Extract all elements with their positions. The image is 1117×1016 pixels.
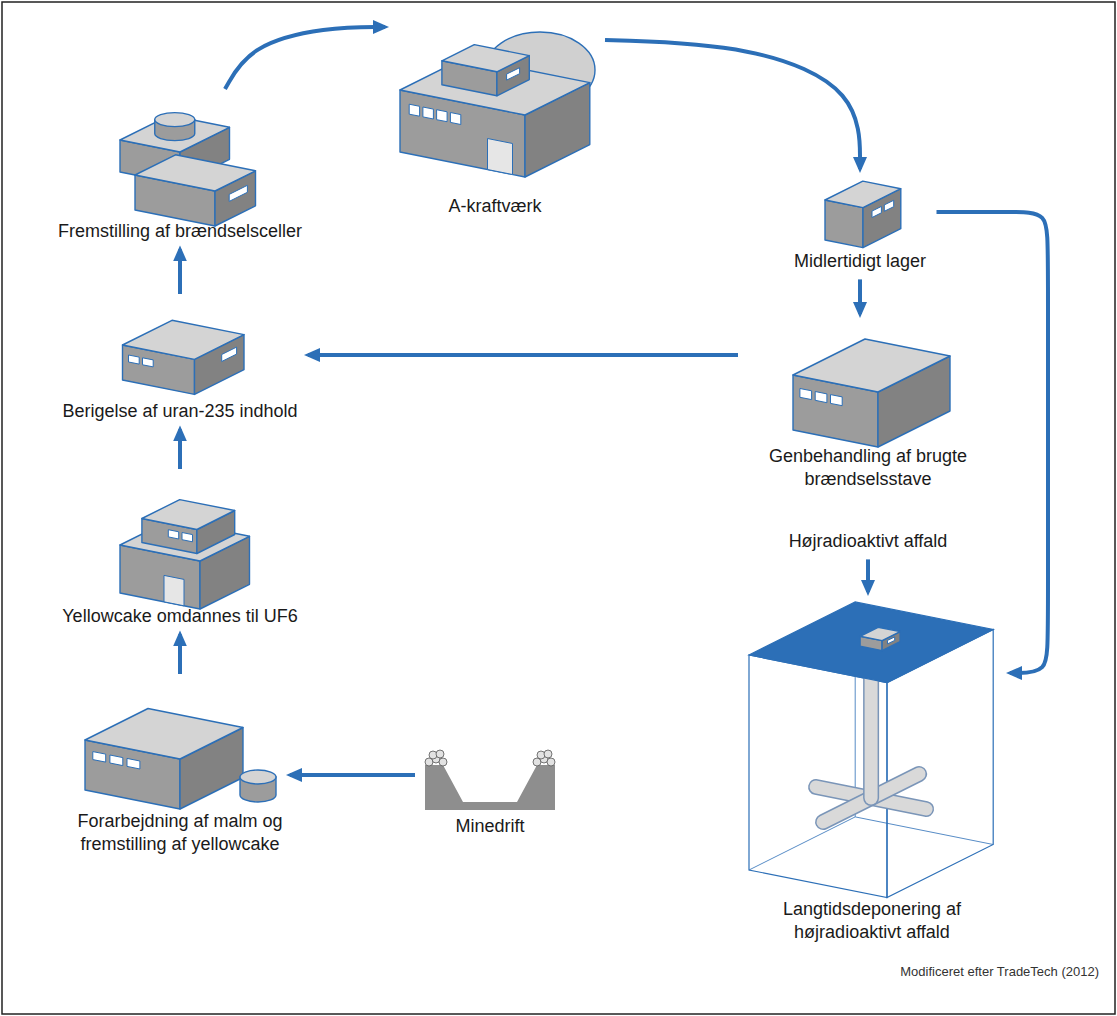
mine-pit (425, 765, 555, 810)
building-icon (85, 709, 276, 810)
window (93, 752, 106, 763)
step-label: Yellowcake omdannes til UF6 (62, 605, 297, 628)
window (437, 110, 448, 122)
building-icon (793, 339, 950, 447)
building-roof (442, 45, 529, 72)
building-icon (400, 32, 595, 177)
process-step: Minedrift (421, 740, 559, 838)
process-step: Berigelse af uran-235 indhold (58, 300, 302, 423)
process-step: Genbehandling af brugte brændselsstave (744, 320, 992, 492)
window (488, 139, 513, 175)
building-roof (793, 339, 950, 392)
step-label: A-kraftværk (448, 195, 541, 218)
flow-arrow (225, 27, 385, 89)
window (168, 530, 178, 539)
building-icon (825, 181, 901, 248)
building-icon (120, 500, 250, 609)
rock-pile (547, 758, 555, 766)
tank-top (240, 770, 276, 784)
rock-block-edge (749, 817, 993, 870)
window (164, 575, 184, 605)
window (229, 185, 247, 201)
step-label: Genbehandling af brugte brændselsstave (744, 445, 992, 492)
process-step: Højradioaktivt affald (785, 530, 952, 553)
building-roof (85, 709, 243, 760)
window (110, 755, 123, 766)
flow-arrow (178, 429, 182, 469)
window (222, 347, 237, 361)
step-label: Midlertidigt lager (794, 250, 926, 273)
tank-top (155, 113, 195, 127)
window (800, 389, 812, 400)
icons (85, 32, 993, 898)
step-label: Højradioaktivt affald (789, 530, 948, 553)
window (143, 358, 154, 367)
window (831, 395, 843, 406)
building-icon (123, 320, 245, 394)
flow-arrow (290, 773, 415, 777)
process-step: Fremstilling af brændselsceller (54, 95, 307, 243)
process-step: Midlertidigt lager (790, 175, 931, 273)
window (129, 355, 140, 364)
window (815, 392, 827, 403)
window (888, 637, 895, 644)
flow-arrow (178, 634, 182, 674)
window (884, 200, 893, 211)
process-step: Yellowcake omdannes til UF6 (58, 475, 302, 628)
flow-arrow (858, 279, 862, 314)
process-step: Langtidsdeponering af højradioaktivt aff… (740, 598, 1004, 945)
window (450, 113, 460, 125)
step-label: Minedrift (455, 815, 524, 838)
building-icon (749, 602, 993, 898)
process-step: Forarbejdning af malm og fremstilling af… (76, 680, 284, 857)
rock-pile (439, 758, 447, 766)
flow-arrow (937, 212, 1049, 673)
flow-arrow (308, 353, 738, 357)
process-step: A-kraftværk (391, 15, 599, 218)
step-label: Forarbejdning af malm og fremstilling af… (76, 810, 284, 857)
window (507, 68, 520, 80)
step-label: Langtidsdeponering af højradioaktivt aff… (740, 898, 1004, 945)
step-label: Berigelse af uran-235 indhold (62, 400, 297, 423)
rock-pile (436, 750, 444, 758)
window (409, 104, 419, 116)
building-roof (142, 500, 235, 530)
building-icon (425, 750, 555, 810)
building-icon (120, 113, 256, 226)
rock-pile (544, 750, 552, 758)
building-roof (135, 155, 256, 191)
window (182, 533, 193, 542)
window (872, 206, 881, 217)
window (423, 107, 434, 119)
source-note: Modificeret efter TradeTech (2012) (900, 964, 1099, 979)
flow-arrow (866, 559, 870, 592)
flow-arrow (178, 249, 182, 294)
flow-arrow (605, 40, 860, 169)
step-label: Fremstilling af brændselsceller (58, 220, 302, 243)
ground-surface (749, 602, 993, 683)
window (127, 758, 140, 769)
